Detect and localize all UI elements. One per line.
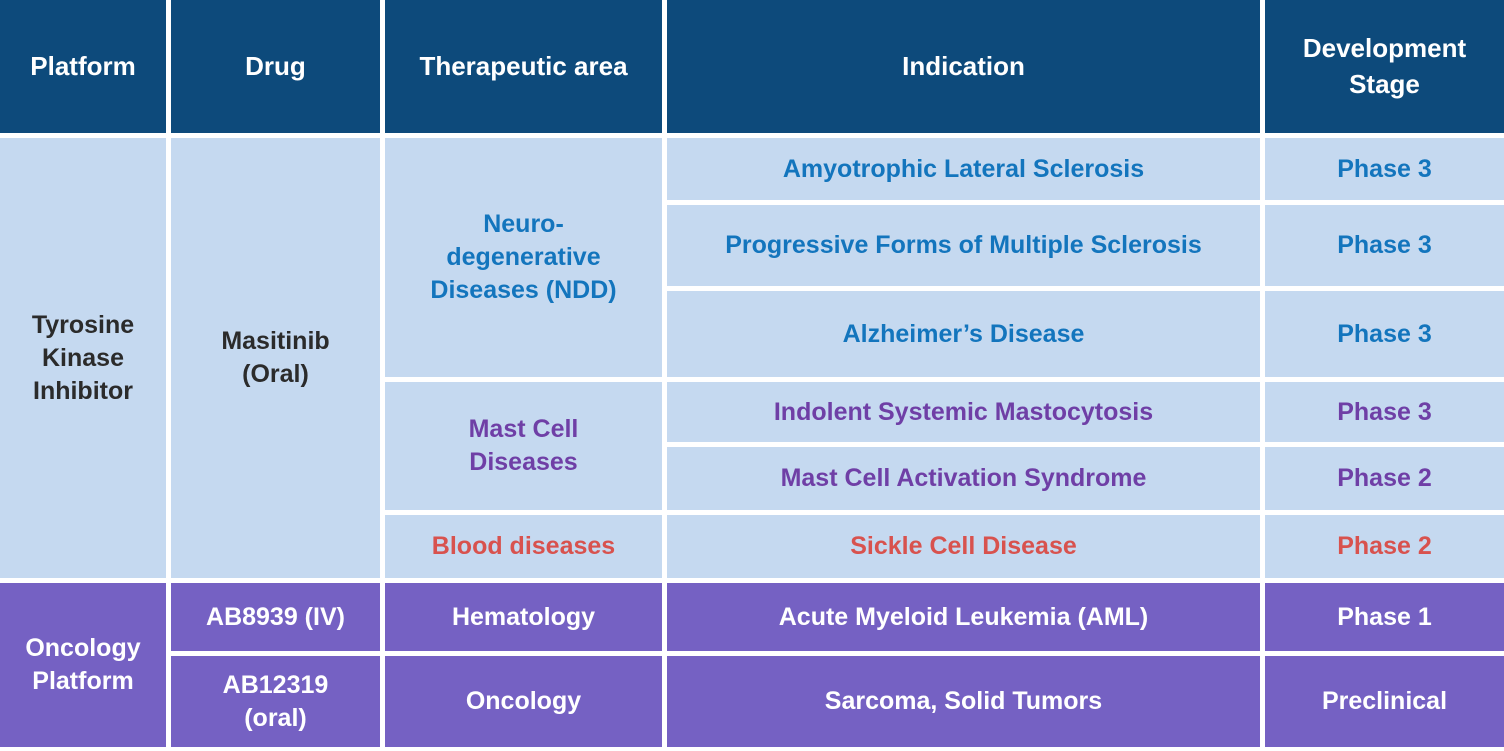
- cell-indication-mastocytosis: Indolent Systemic Mastocytosis: [667, 382, 1260, 442]
- cell-stage-progressive-ms: Phase 3: [1265, 205, 1504, 286]
- cell-indication-aml: Acute Myeloid Leukemia (AML): [667, 583, 1260, 651]
- cell-indication-mcas: Mast Cell Activation Syndrome: [667, 447, 1260, 510]
- cell-area-hematology: Hematology: [385, 583, 662, 651]
- cell-stage-mastocytosis: Phase 3: [1265, 382, 1504, 442]
- cell-indication-als: Amyotrophic Lateral Sclerosis: [667, 138, 1260, 200]
- cell-stage-als: Phase 3: [1265, 138, 1504, 200]
- cell-indication-sarcoma: Sarcoma, Solid Tumors: [667, 656, 1260, 747]
- cell-area-oncology: Oncology: [385, 656, 662, 747]
- cell-indication-progressive-ms: Progressive Forms of Multiple Sclerosis: [667, 205, 1260, 286]
- cell-drug-masitinib: Masitinib (Oral): [171, 138, 380, 578]
- cell-area-ndd: Neuro- degenerative Diseases (NDD): [385, 138, 662, 377]
- col-header-indication: Indication: [667, 0, 1260, 133]
- cell-stage-alzheimers: Phase 3: [1265, 291, 1504, 377]
- col-header-drug: Drug: [171, 0, 380, 133]
- cell-indication-alzheimers: Alzheimer’s Disease: [667, 291, 1260, 377]
- cell-platform-tki: Tyrosine Kinase Inhibitor: [0, 138, 166, 578]
- cell-drug-ab8939: AB8939 (IV): [171, 583, 380, 651]
- cell-stage-sickle-cell: Phase 2: [1265, 515, 1504, 578]
- col-header-platform: Platform: [0, 0, 166, 133]
- cell-area-blood: Blood diseases: [385, 515, 662, 578]
- cell-platform-oncology: Oncology Platform: [0, 583, 166, 747]
- cell-stage-sarcoma: Preclinical: [1265, 656, 1504, 747]
- cell-indication-sickle-cell: Sickle Cell Disease: [667, 515, 1260, 578]
- cell-area-mast-cell: Mast Cell Diseases: [385, 382, 662, 510]
- col-header-therapeutic-area: Therapeutic area: [385, 0, 662, 133]
- cell-stage-aml: Phase 1: [1265, 583, 1504, 651]
- cell-drug-ab12319: AB12319 (oral): [171, 656, 380, 747]
- cell-stage-mcas: Phase 2: [1265, 447, 1504, 510]
- col-header-development-stage: Development Stage: [1265, 0, 1504, 133]
